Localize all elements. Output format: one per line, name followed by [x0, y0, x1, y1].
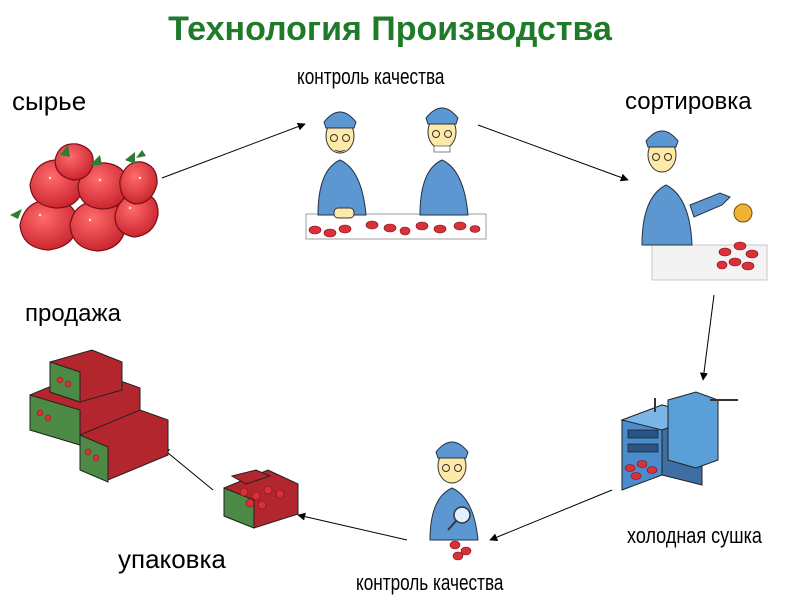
step-label-qc-bottom: контроль качества [356, 570, 504, 595]
arrow-packing-to-sale [161, 447, 214, 491]
sale-crates-icon [29, 349, 169, 483]
arrow-raw-to-qc [161, 122, 306, 179]
arrow-drying-to-qc [489, 489, 613, 541]
strawberry-pile-icon [10, 143, 159, 252]
step-label-sorting: сортировка [625, 88, 752, 115]
packing-box-icon [223, 469, 299, 529]
step-label-raw: сырье [12, 86, 87, 116]
arrow-sorting-to-drying [699, 294, 715, 381]
quality-control-workers-icon [305, 107, 487, 240]
page-title: Технология Производства [168, 10, 612, 48]
step-label-qc-top: контроль качества [297, 64, 445, 89]
step-label-cold-drying: холодная сушка [627, 523, 762, 548]
arrow-qc-to-sorting [477, 124, 629, 182]
sorting-worker-icon [641, 130, 768, 281]
step-label-sale: продажа [25, 300, 121, 327]
inspector-worker-icon [429, 441, 479, 561]
arrow-qc-to-packing [297, 512, 408, 541]
cold-drying-machine-icon [620, 391, 738, 491]
step-label-packing: упаковка [118, 544, 226, 574]
